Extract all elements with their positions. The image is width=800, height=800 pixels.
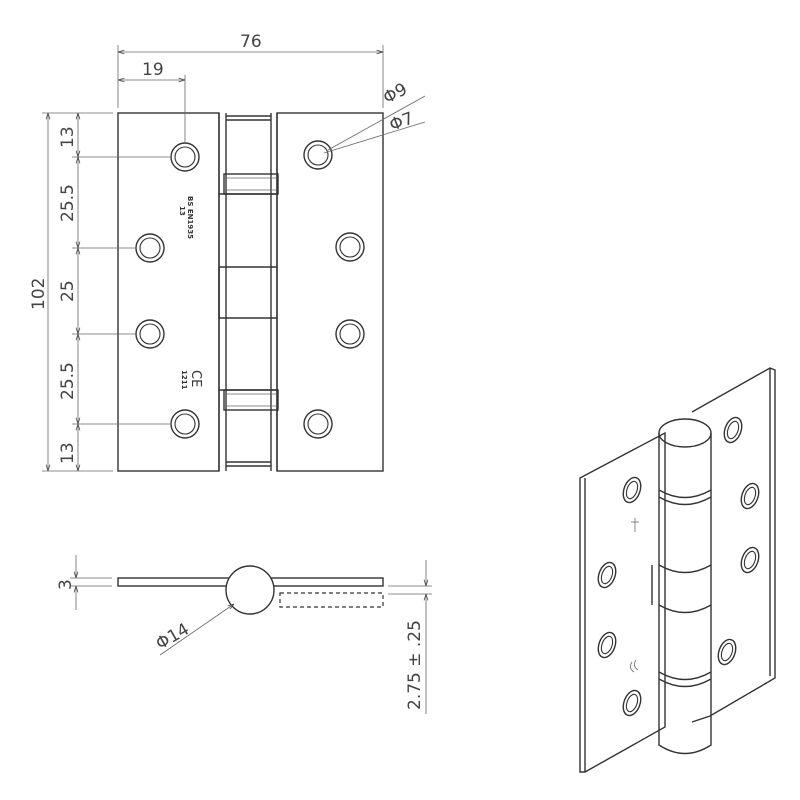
standard-marking-2: 13 [178, 206, 186, 216]
section-view: 3 2.75 ± .25 Φ14 [56, 555, 432, 714]
dim-v-bottom: 13 [58, 442, 78, 464]
left-dimensions: 102 13 25.5 25 25.5 13 [29, 112, 170, 472]
dim-outer-hole: Φ9 [380, 79, 411, 108]
dim-hole-offset: 19 [142, 60, 164, 80]
dim-overall-height: 102 [29, 278, 49, 310]
knuckle-section [225, 565, 275, 615]
ce-mark: CE [188, 370, 203, 387]
dim-v-top: 13 [58, 126, 78, 148]
iso-hole-icon [740, 482, 760, 510]
hole-icon [170, 409, 200, 439]
iso-hole-icon [717, 638, 737, 666]
dim-inner-hole: Φ7 [387, 109, 417, 136]
hole-icon [135, 233, 165, 263]
dim-overall-width: 76 [240, 32, 262, 52]
ce-number: 1211 [180, 370, 188, 390]
knuckle-strip [218, 113, 279, 471]
hole-icon [335, 232, 365, 262]
dim-thickness: 3 [56, 579, 76, 590]
iso-hole-icon [622, 689, 642, 717]
iso-hole-icon [740, 546, 760, 574]
hole-icon [303, 409, 333, 439]
dim-v-lower: 25.5 [58, 362, 78, 400]
left-leaf [117, 112, 220, 472]
dim-gap: 2.75 ± .25 [405, 620, 425, 710]
standard-marking: BS EN1935 [186, 196, 194, 239]
diameter-leaders: Φ9 Φ7 [323, 79, 426, 154]
hole-icon [135, 319, 165, 349]
hole-icon [170, 142, 200, 172]
left-leaf-holes [135, 142, 200, 439]
iso-hole-icon [723, 416, 743, 444]
hole-icon [303, 140, 333, 170]
dim-v-middle: 25 [58, 280, 78, 302]
top-dimensions: 76 19 [117, 32, 384, 143]
dim-knuckle-dia: Φ14 [153, 620, 193, 655]
front-view: BS EN1935 13 CE 1211 76 19 Φ9 Φ7 [29, 32, 426, 472]
hole-icon [335, 319, 365, 349]
iso-hole-icon [597, 631, 617, 659]
dim-v-upper: 25.5 [58, 184, 78, 222]
iso-hole-icon [597, 561, 617, 589]
iso-hole-icon [622, 476, 642, 504]
right-leaf-holes [303, 140, 365, 439]
isometric-view [579, 367, 776, 773]
